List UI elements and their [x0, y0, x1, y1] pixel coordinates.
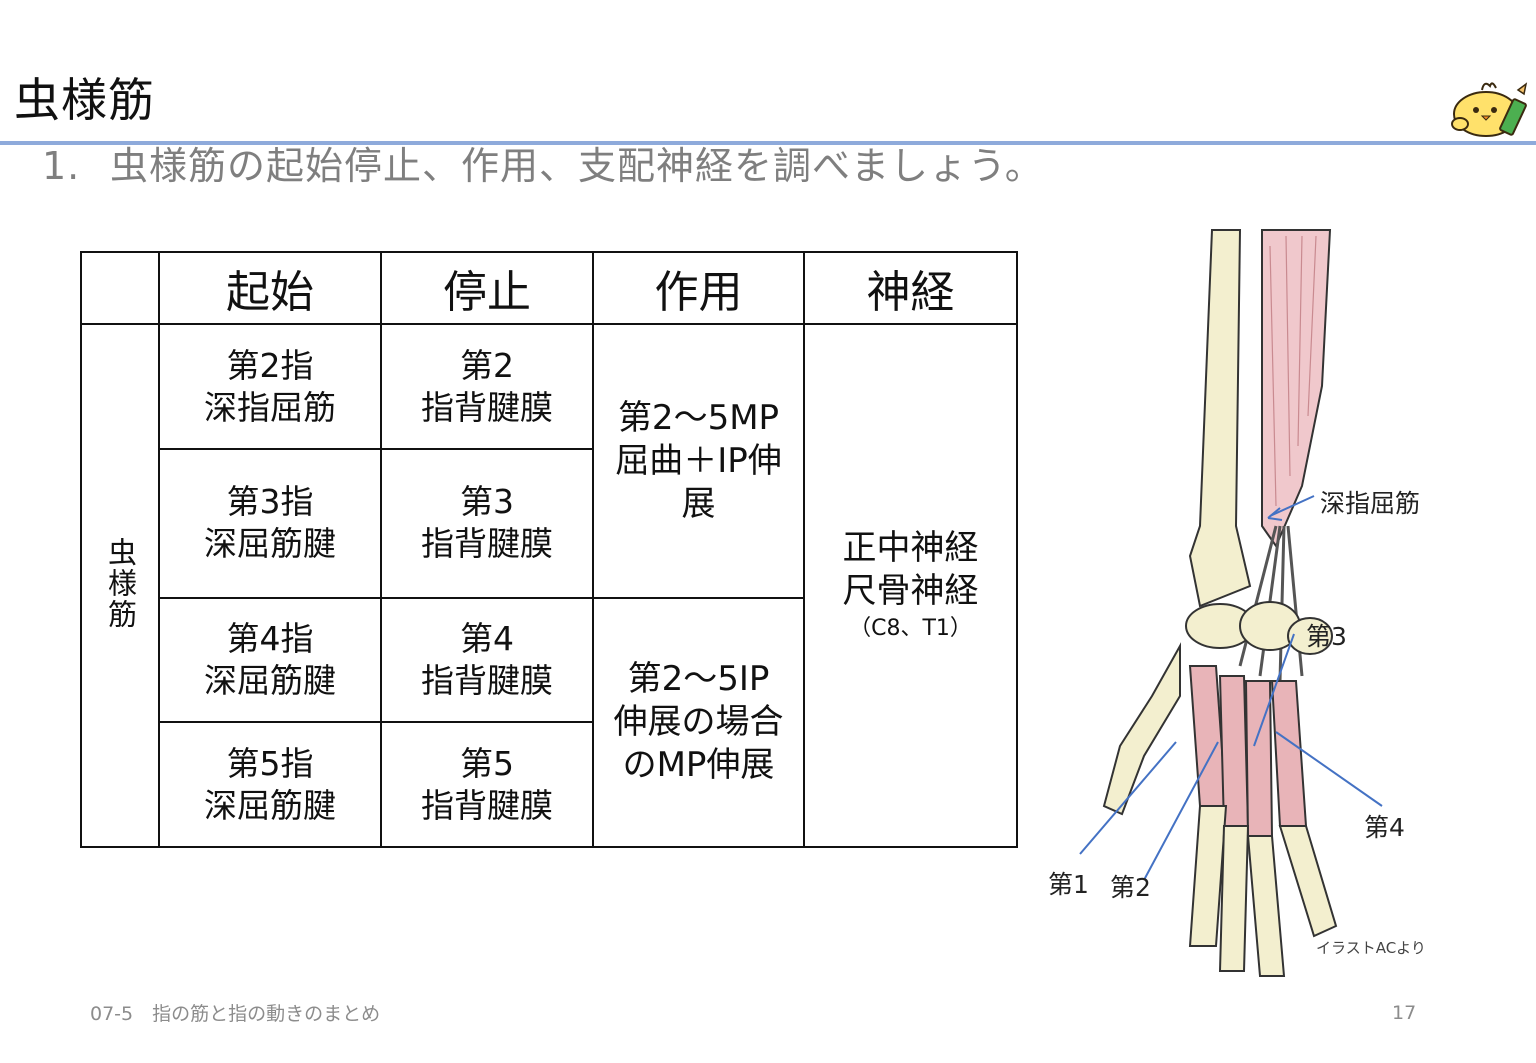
instruction-body: 虫様筋の起始停止、作用、支配神経を調べましょう。 — [110, 144, 1044, 188]
label-third: 第3 — [1306, 622, 1347, 651]
insertion-cell: 第4 指背腱膜 — [380, 596, 594, 724]
origin-cell: 第3指 深屈筋腱 — [158, 447, 382, 599]
instruction-text: 1. 虫様筋の起始停止、作用、支配神経を調べましょう。 — [42, 142, 1044, 190]
table-row: 第3指 深屈筋腱 第3 指背腱膜 — [81, 447, 1017, 599]
origin-cell: 第5指 深屈筋腱 — [158, 721, 382, 848]
action-cell-extension: 第2〜5IP 伸展の場合 のMP伸展 — [592, 596, 805, 849]
label-fdp: 深指屈筋 — [1320, 489, 1421, 518]
slide-title: 虫様筋 — [14, 73, 155, 127]
nerve-roots: （C8、T1） — [849, 615, 972, 641]
illustration-credit: イラストACより — [1316, 939, 1426, 957]
title-divider — [0, 141, 1536, 145]
label-first: 第1 — [1048, 870, 1089, 899]
table-row: 虫様筋 第2指 深指屈筋 第2 指背腱膜 第2〜5MP 屈曲＋IP伸 展 正中神… — [80, 323, 1018, 848]
header-empty — [80, 250, 160, 326]
insertion-cell: 第3 指背腱膜 — [380, 447, 594, 599]
hand-anatomy-illustration — [1079, 229, 1383, 977]
row-label-lumbricals: 虫様筋 — [80, 323, 160, 848]
insertion-cell: 第5 指背腱膜 — [380, 721, 594, 848]
header-origin: 起始 — [158, 250, 382, 326]
table-row: 第5指 深屈筋腱 第5 指背腱膜 — [81, 721, 1017, 848]
instruction-number: 1. — [42, 144, 81, 188]
footer-section: 07-5 指の筋と指の動きのまとめ — [90, 1003, 381, 1025]
origin-cell: 第4指 深屈筋腱 — [158, 596, 382, 724]
header-nerve: 神経 — [803, 250, 1018, 326]
header-insertion: 停止 — [380, 250, 594, 326]
page-number: 17 — [1392, 1002, 1417, 1024]
nerve-cell: 正中神経 尺骨神経 （C8、T1） — [803, 323, 1018, 848]
insertion-cell: 第2 指背腱膜 — [380, 323, 594, 450]
action-cell-flexion: 第2〜5MP 屈曲＋IP伸 展 — [592, 323, 805, 599]
origin-cell: 第2指 深指屈筋 — [158, 323, 382, 450]
label-second: 第2 — [1110, 873, 1151, 902]
label-fourth: 第4 — [1364, 813, 1405, 842]
table-row: 第4指 深屈筋腱 第4 指背腱膜 第2〜5IP 伸展の場合 のMP伸展 — [81, 596, 1017, 849]
chick-mascot-icon — [1451, 82, 1528, 137]
nerve-names: 正中神経 尺骨神経 — [842, 527, 979, 611]
header-row: 起始 停止 作用 神経 — [80, 250, 1018, 326]
header-action: 作用 — [592, 250, 805, 326]
lumbrical-table: 起始 停止 作用 神経 虫様筋 第2指 深指屈筋 第2 指背腱膜 第2〜5MP … — [80, 250, 1018, 849]
